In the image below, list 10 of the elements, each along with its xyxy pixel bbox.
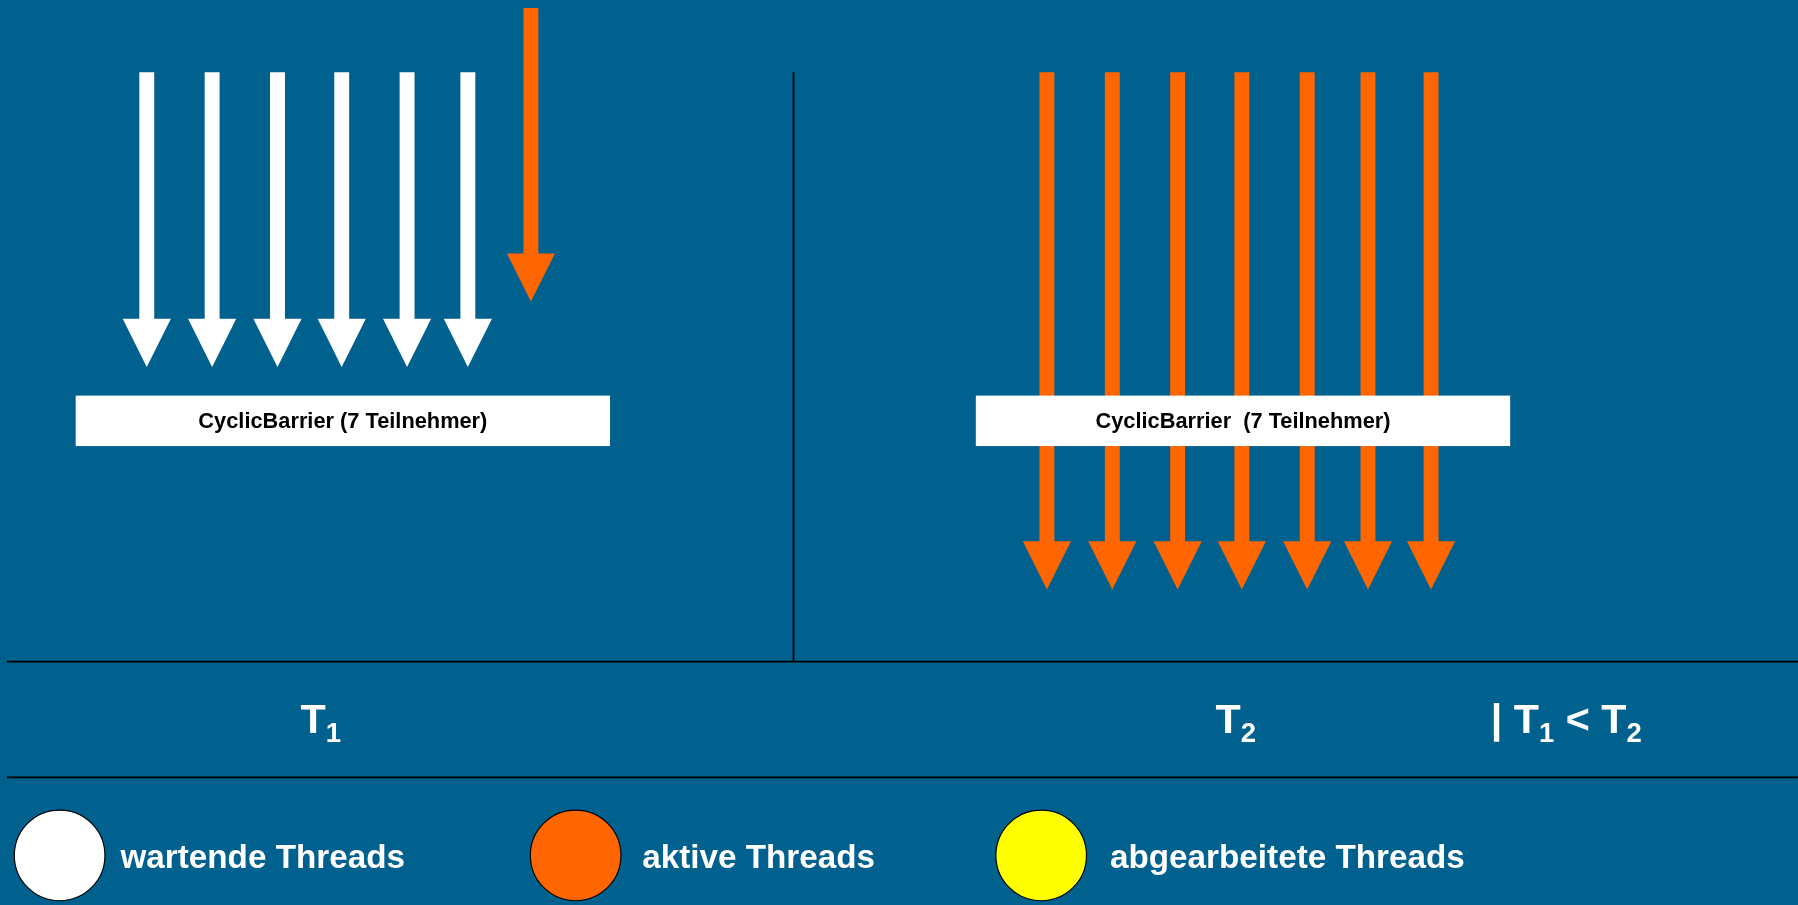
barrier-bar bbox=[975, 395, 1511, 447]
barrier-bar bbox=[75, 395, 611, 447]
legend-label: abgearbeitete Threads bbox=[1110, 838, 1465, 877]
barrier-label: CyclicBarrier (7 Teilnehmer) bbox=[1095, 408, 1391, 434]
barrier-label: CyclicBarrier (7 Teilnehmer) bbox=[198, 408, 488, 434]
legend-label: wartende Threads bbox=[120, 838, 405, 877]
time-label: T$_{2}$ bbox=[1215, 694, 1257, 749]
time-label: | T$_{1}$ < T$_{2}$ bbox=[1490, 694, 1642, 749]
legend-label: aktive Threads bbox=[642, 838, 876, 877]
time-label: T$_{1}$ bbox=[300, 694, 341, 749]
